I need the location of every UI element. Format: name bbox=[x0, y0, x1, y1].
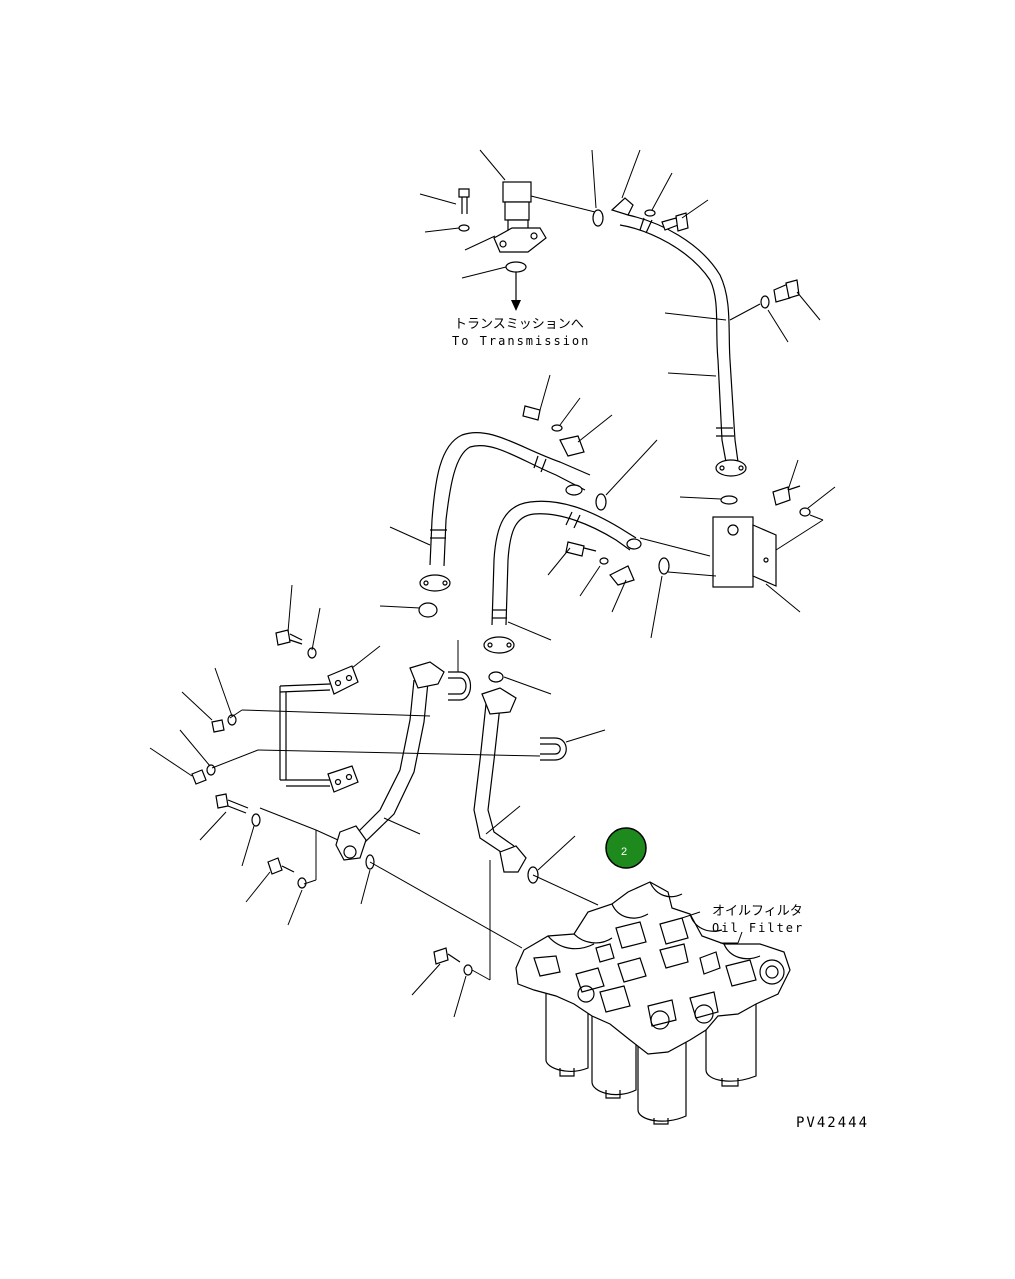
callout-badge[interactable]: 2 bbox=[605, 827, 647, 869]
oil-filter-jp-label: オイルフィルタ bbox=[712, 904, 803, 919]
upper-hose bbox=[591, 149, 821, 477]
oil-filter-assembly bbox=[515, 881, 791, 1125]
oil-filter-en-label: Oil Filter bbox=[712, 921, 804, 935]
to-transmission-en-label: To Transmission bbox=[452, 334, 590, 348]
middle-hose-right bbox=[483, 500, 717, 654]
callout-badge-number: 2 bbox=[621, 846, 627, 858]
middle-hose-left bbox=[389, 374, 658, 592]
valve-block bbox=[679, 459, 836, 613]
lower-pipes bbox=[149, 584, 606, 1018]
to-transmission-jp-label: トランスミッションへ bbox=[454, 317, 584, 332]
drawing-number: PV42444 bbox=[796, 1115, 869, 1131]
callout-badge-circle[interactable] bbox=[605, 827, 647, 869]
transmission-fitting bbox=[419, 149, 596, 311]
